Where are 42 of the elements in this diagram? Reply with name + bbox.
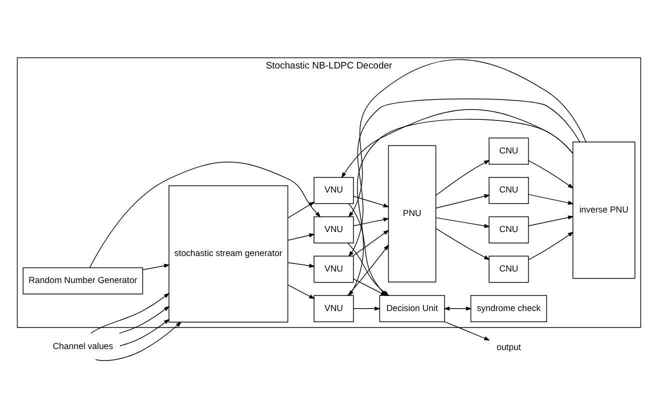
node-text: output	[496, 342, 521, 352]
node-box: syndrome check	[470, 295, 548, 322]
arrow	[528, 160, 574, 189]
arrow	[352, 230, 390, 256]
arrow	[528, 232, 574, 260]
node-box: CNU	[488, 256, 529, 283]
arrow	[95, 322, 182, 361]
node-box: stochastic stream generator	[168, 185, 288, 322]
arrow	[528, 216, 574, 226]
arrow	[288, 233, 315, 241]
arrow	[118, 306, 170, 334]
arrow	[120, 318, 170, 346]
arrow	[353, 218, 390, 226]
node-box: PNU	[388, 145, 436, 282]
arrow	[528, 194, 574, 205]
node-box: CNU	[488, 138, 529, 165]
node-text: Channel values	[52, 340, 114, 351]
arrow	[288, 262, 315, 268]
arrow	[436, 194, 490, 208]
arrow	[90, 292, 170, 334]
arrow	[288, 202, 315, 218]
arrow	[444, 321, 490, 341]
arrow	[444, 306, 472, 311]
arrow	[353, 306, 381, 311]
node-box: Random Number Generator	[22, 267, 144, 294]
node-box: VNU	[314, 256, 354, 283]
node-box: Decision Unit	[379, 295, 445, 322]
arrow	[436, 217, 490, 228]
node-box: VNU	[314, 295, 354, 322]
arrow	[142, 264, 170, 270]
arrow	[353, 196, 390, 208]
arrow	[348, 98, 580, 257]
arrow	[288, 284, 315, 300]
arrow	[436, 228, 490, 260]
node-box: CNU	[488, 176, 529, 204]
arrow	[436, 160, 490, 196]
arrow	[348, 59, 586, 218]
node-box: inverse PNU	[572, 142, 636, 279]
node-box: VNU	[314, 216, 354, 244]
arrow	[89, 162, 321, 268]
node-box: CNU	[488, 216, 529, 244]
node-box: VNU	[314, 176, 354, 204]
